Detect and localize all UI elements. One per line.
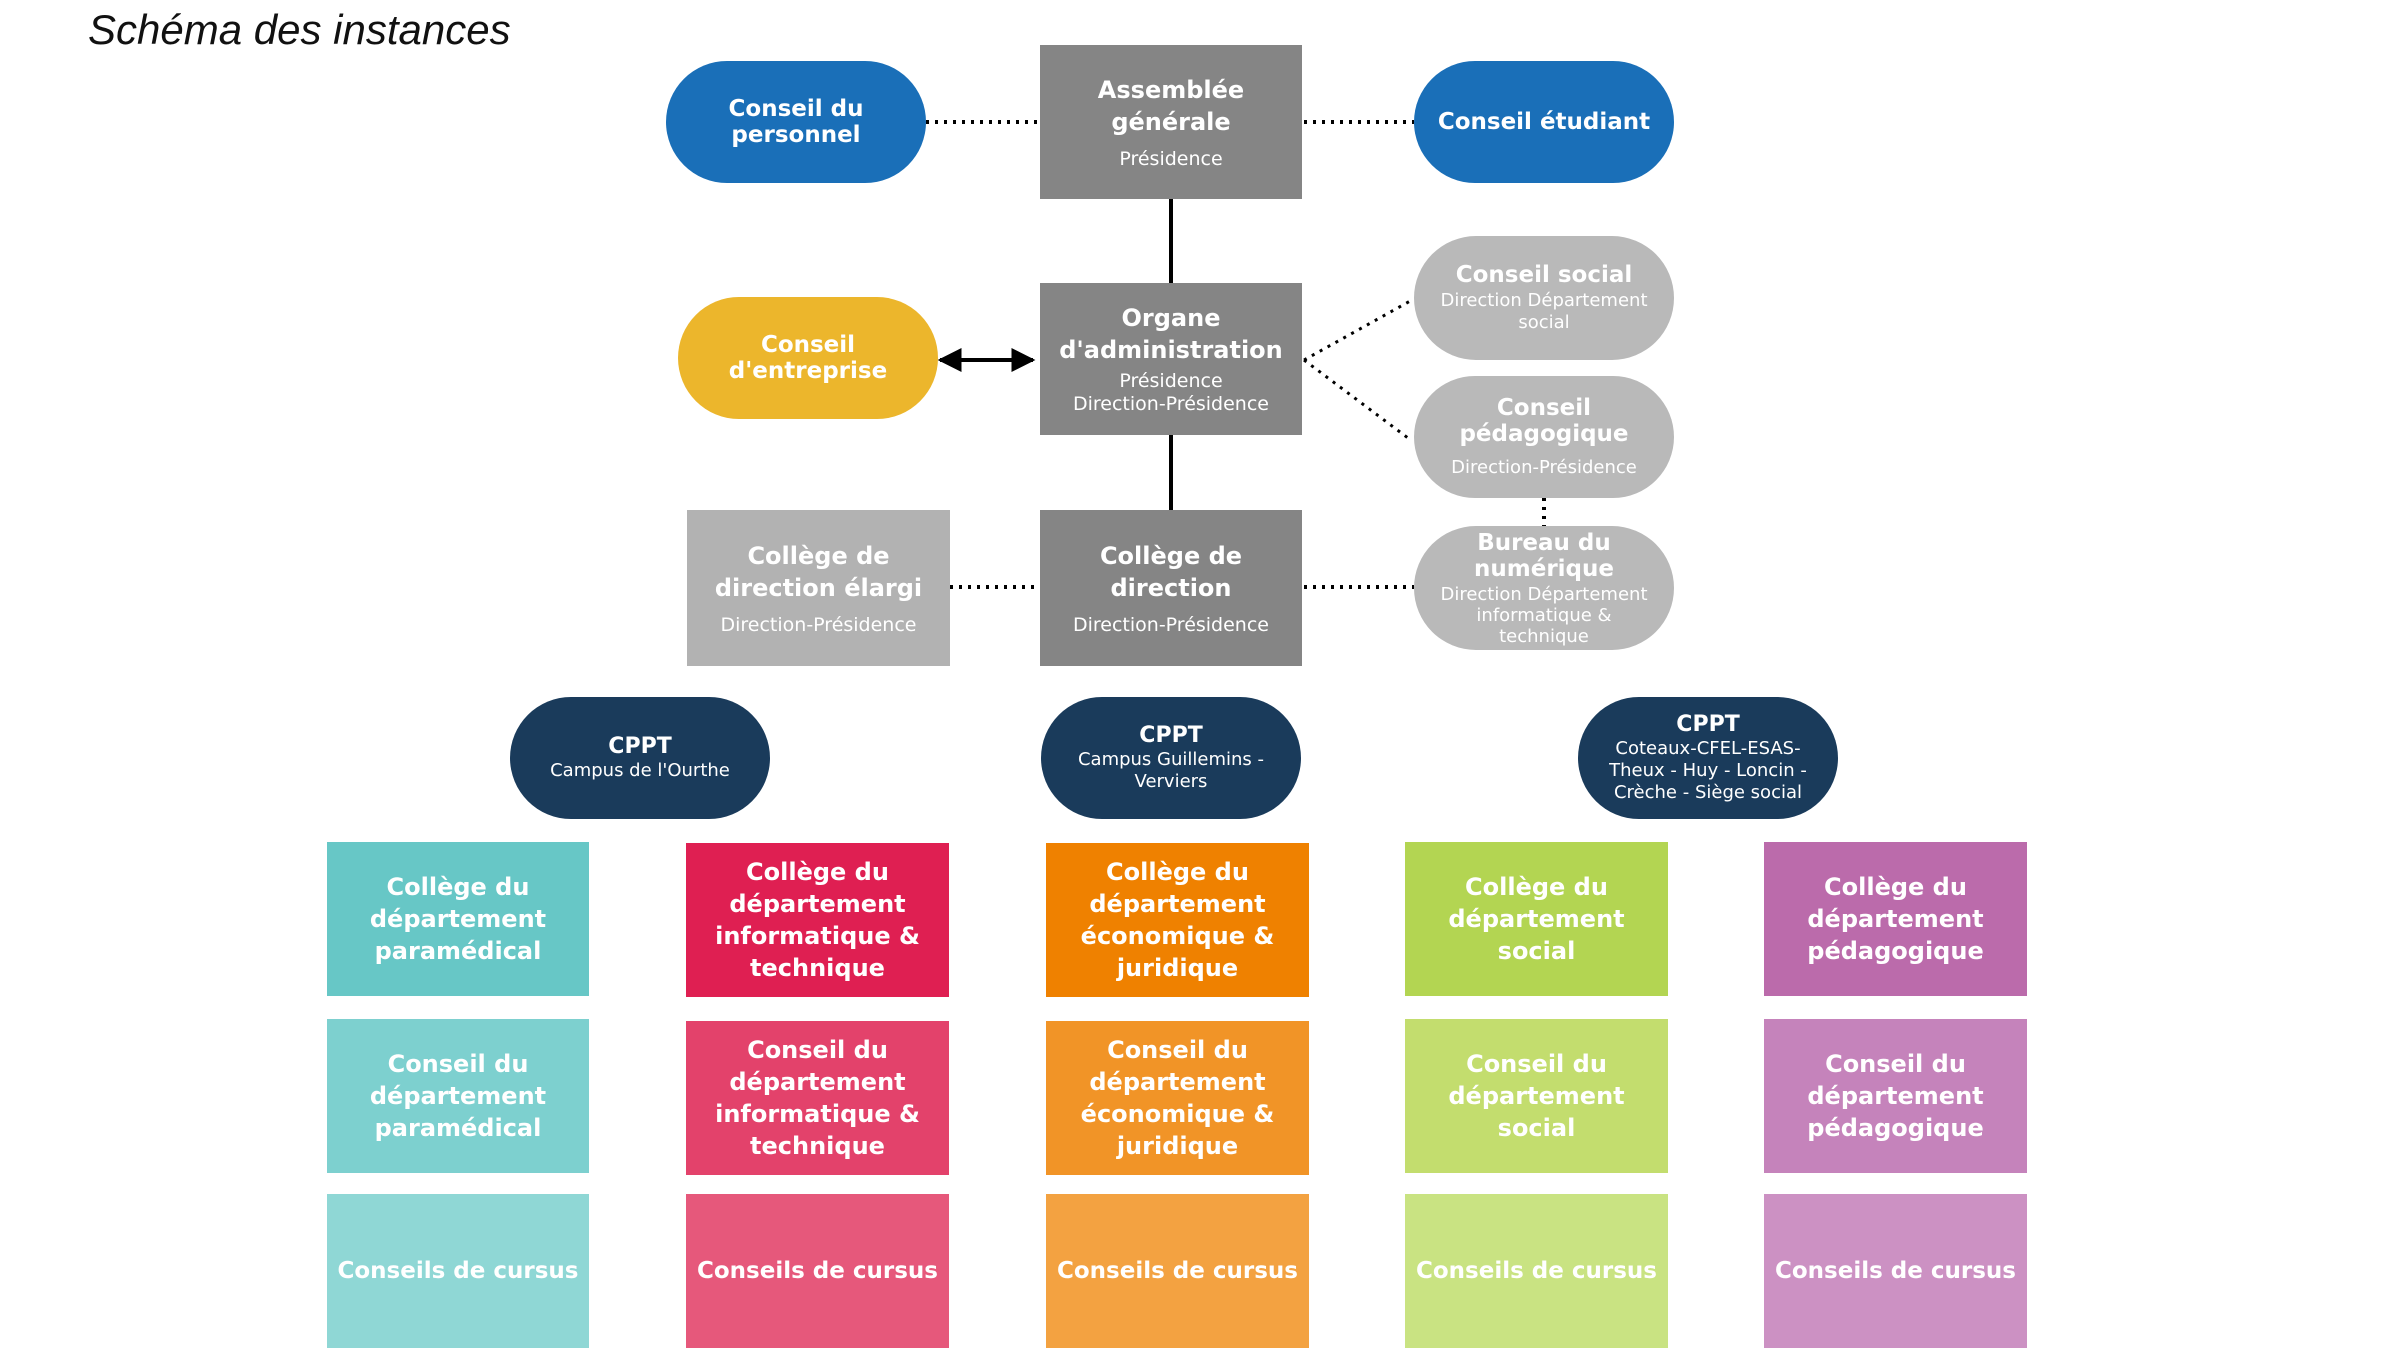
conseil-informatique-title: Conseil du département informatique & te… xyxy=(715,1036,920,1160)
cppt-coteaux-title: CPPT xyxy=(1676,712,1740,737)
bureau-numerique-sub: Direction Département informatique & tec… xyxy=(1440,583,1648,647)
organe-administration-sub: Présidence Direction-Présidence xyxy=(1072,370,1269,415)
college-direction-elargi-box: Collège de direction élargi Direction-Pr… xyxy=(687,510,950,666)
cursus-informatique-box: Conseils de cursus xyxy=(686,1194,949,1348)
college-pedagogique-title: Collège du département pédagogique xyxy=(1807,873,1984,965)
conseil-economique-title: Conseil du département économique & juri… xyxy=(1080,1036,1275,1160)
cppt-coteaux-pill: CPPT Coteaux-CFEL-ESAS- Theux - Huy - Lo… xyxy=(1578,697,1838,819)
cppt-guillemins-pill: CPPT Campus Guillemins - Verviers xyxy=(1041,697,1301,819)
cppt-coteaux-sub: Coteaux-CFEL-ESAS- Theux - Huy - Loncin … xyxy=(1609,738,1807,803)
college-pedagogique-box: Collège du département pédagogique xyxy=(1764,842,2027,996)
cursus-informatique-title: Conseils de cursus xyxy=(697,1258,938,1284)
cursus-paramedical-title: Conseils de cursus xyxy=(337,1258,579,1284)
conseil-etudiant-pill: Conseil étudiant xyxy=(1414,61,1674,183)
page-title: Schéma des instances xyxy=(88,6,511,53)
conseil-personnel-title: Conseil du personnel xyxy=(728,96,864,148)
conseil-paramedical-box: Conseil du département paramédical xyxy=(327,1019,589,1173)
dotted-connector-pedagogique xyxy=(1303,358,1409,440)
conseil-social-dept-title: Conseil du département social xyxy=(1448,1050,1625,1142)
college-direction-elargi-sub: Direction-Présidence xyxy=(720,613,917,636)
college-direction-sub: Direction-Présidence xyxy=(1072,613,1269,636)
cppt-ourthe-pill: CPPT Campus de l'Ourthe xyxy=(510,697,770,819)
conseil-pedagogique-dept-box: Conseil du département pédagogique xyxy=(1764,1019,2027,1173)
conseil-social-pill: Conseil social Direction Département soc… xyxy=(1414,236,1674,360)
bureau-numerique-title: Bureau du numérique xyxy=(1474,529,1614,582)
cppt-guillemins-title: CPPT xyxy=(1139,723,1203,748)
assemblee-generale-sub: Présidence xyxy=(1119,147,1223,170)
assemblee-generale-title: Assemblée générale xyxy=(1097,75,1245,136)
conseil-social-dept-box: Conseil du département social xyxy=(1405,1019,1668,1173)
conseil-pedagogique-title: Conseil pédagogique xyxy=(1459,395,1629,447)
college-direction-box: Collège de direction Direction-Présidenc… xyxy=(1040,510,1302,666)
college-direction-elargi-title: Collège de direction élargi xyxy=(714,541,923,602)
college-informatique-box: Collège du département informatique & te… xyxy=(686,843,949,997)
conseil-economique-box: Conseil du département économique & juri… xyxy=(1046,1021,1309,1175)
college-economique-title: Collège du département économique & juri… xyxy=(1080,858,1275,982)
conseil-social-sub: Direction Département social xyxy=(1440,290,1648,333)
conseil-etudiant-title: Conseil étudiant xyxy=(1437,109,1651,135)
cppt-ourthe-title: CPPT xyxy=(608,734,672,759)
assemblee-generale-box: Assemblée générale Présidence xyxy=(1040,45,1302,199)
college-informatique-title: Collège du département informatique & te… xyxy=(715,858,920,982)
conseil-paramedical-title: Conseil du département paramédical xyxy=(369,1050,547,1142)
conseil-social-title: Conseil social xyxy=(1455,262,1633,288)
conseil-entreprise-title: Conseil d'entreprise xyxy=(728,332,888,384)
college-paramedical-box: Collège du département paramédical xyxy=(327,842,589,996)
cppt-ourthe-sub: Campus de l'Ourthe xyxy=(550,760,730,781)
dotted-connector-social xyxy=(1303,298,1413,362)
conseil-personnel-pill: Conseil du personnel xyxy=(666,61,926,183)
organe-administration-box: Organe d'administration Présidence Direc… xyxy=(1040,283,1302,435)
cursus-social-title: Conseils de cursus xyxy=(1416,1258,1657,1284)
conseil-pedagogique-dept-title: Conseil du département pédagogique xyxy=(1807,1050,1984,1142)
conseil-pedagogique-pill: Conseil pédagogique Direction-Présidence xyxy=(1414,376,1674,498)
cursus-paramedical-box: Conseils de cursus xyxy=(327,1194,589,1348)
cursus-economique-box: Conseils de cursus xyxy=(1046,1194,1309,1348)
cursus-social-box: Conseils de cursus xyxy=(1405,1194,1668,1348)
bureau-numerique-pill: Bureau du numérique Direction Départemen… xyxy=(1414,526,1674,650)
cppt-guillemins-sub: Campus Guillemins - Verviers xyxy=(1077,749,1265,792)
college-economique-box: Collège du département économique & juri… xyxy=(1046,843,1309,997)
college-paramedical-title: Collège du département paramédical xyxy=(369,873,547,965)
college-social-box: Collège du département social xyxy=(1405,842,1668,996)
conseil-pedagogique-sub: Direction-Présidence xyxy=(1451,457,1637,478)
cursus-pedagogique-title: Conseils de cursus xyxy=(1775,1258,2016,1284)
organe-administration-title: Organe d'administration xyxy=(1059,304,1283,364)
cursus-economique-title: Conseils de cursus xyxy=(1057,1258,1298,1284)
conseil-informatique-box: Conseil du département informatique & te… xyxy=(686,1021,949,1175)
college-social-title: Collège du département social xyxy=(1448,873,1625,965)
cursus-pedagogique-box: Conseils de cursus xyxy=(1764,1194,2027,1348)
conseil-entreprise-pill: Conseil d'entreprise xyxy=(678,297,938,419)
college-direction-title: Collège de direction xyxy=(1099,541,1243,602)
